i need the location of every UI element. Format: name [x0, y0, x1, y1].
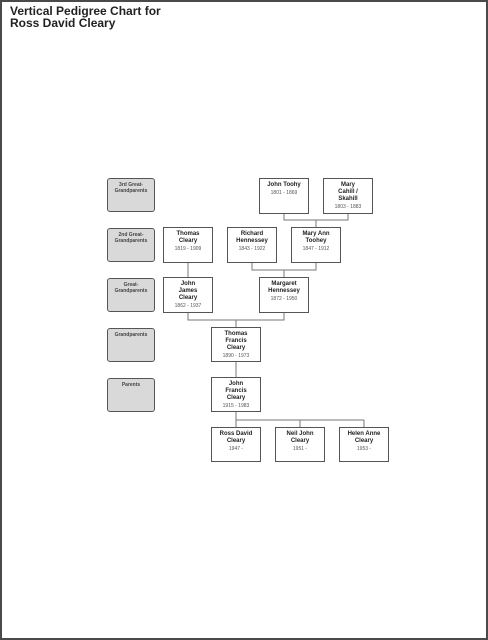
- person-box-john-toohy[interactable]: John Toohy 1801 - 1869: [259, 178, 309, 214]
- person-name: Mary Cahill / Skahill: [338, 182, 358, 202]
- person-dates: 1890 - 1973: [222, 353, 250, 359]
- generation-label-grandparents: Grandparents: [107, 328, 155, 362]
- person-name: John James Cleary: [178, 281, 198, 301]
- person-box-john-james-cleary[interactable]: John James Cleary 1862 - 1937: [163, 277, 213, 313]
- person-box-margaret-hennessey[interactable]: Margaret Hennessey 1872 - 1950: [259, 277, 309, 313]
- person-box-mary-ann-toohey[interactable]: Mary Ann Toohey 1847 - 1912: [291, 227, 341, 263]
- person-name: Ross David Cleary: [219, 431, 253, 444]
- person-box-thomas-cleary[interactable]: Thomas Cleary 1819 - 1909: [163, 227, 213, 263]
- person-dates: 1862 - 1937: [174, 303, 202, 309]
- person-dates: 1847 - 1912: [302, 246, 330, 252]
- person-name: Neil John Cleary: [286, 431, 314, 444]
- person-box-mary-cahill[interactable]: Mary Cahill / Skahill 1803 - 1883: [323, 178, 373, 214]
- person-dates: 1843 - 1922: [238, 246, 266, 252]
- person-name: John Francis Cleary: [225, 381, 247, 401]
- person-box-neil-john-cleary[interactable]: Neil John Cleary 1951 -: [275, 427, 325, 462]
- person-name: Helen Anne Cleary: [347, 431, 381, 444]
- title-line-1: Vertical Pedigree Chart for: [10, 4, 161, 18]
- generation-label-great: Great- Grandparents: [107, 278, 155, 312]
- person-name: Margaret Hennessey: [268, 281, 300, 294]
- person-dates: 1947 -: [228, 446, 244, 452]
- person-dates: 1951 -: [292, 446, 308, 452]
- title-line-2: Ross David Cleary: [10, 16, 116, 30]
- person-name: John Toohy: [267, 182, 301, 188]
- person-box-richard-hennessey[interactable]: Richard Hennessey 1843 - 1922: [227, 227, 277, 263]
- person-box-thomas-francis-cleary[interactable]: Thomas Francis Cleary 1890 - 1973: [211, 327, 261, 362]
- generation-label-2nd-great: 2nd Great- Grandparents: [107, 228, 155, 262]
- chart-title: Vertical Pedigree Chart for Ross David C…: [10, 5, 161, 29]
- person-box-helen-anne-cleary[interactable]: Helen Anne Cleary 1953 -: [339, 427, 389, 462]
- person-dates: 1915 - 1983: [222, 403, 250, 409]
- person-dates: 1801 - 1869: [270, 190, 298, 196]
- generation-label-parents: Parents: [107, 378, 155, 412]
- person-name: Mary Ann Toohey: [302, 231, 330, 244]
- person-box-ross-david-cleary[interactable]: Ross David Cleary 1947 -: [211, 427, 261, 462]
- person-dates: 1872 - 1950: [270, 296, 298, 302]
- person-name: Richard Hennessey: [236, 231, 268, 244]
- person-dates: 1953 -: [356, 446, 372, 452]
- person-dates: 1803 - 1883: [334, 204, 362, 210]
- person-name: Thomas Francis Cleary: [224, 331, 248, 351]
- person-box-john-francis-cleary[interactable]: John Francis Cleary 1915 - 1983: [211, 377, 261, 412]
- person-name: Thomas Cleary: [176, 231, 200, 244]
- generation-label-3rd-great: 3rd Great- Grandparents: [107, 178, 155, 212]
- person-dates: 1819 - 1909: [174, 246, 202, 252]
